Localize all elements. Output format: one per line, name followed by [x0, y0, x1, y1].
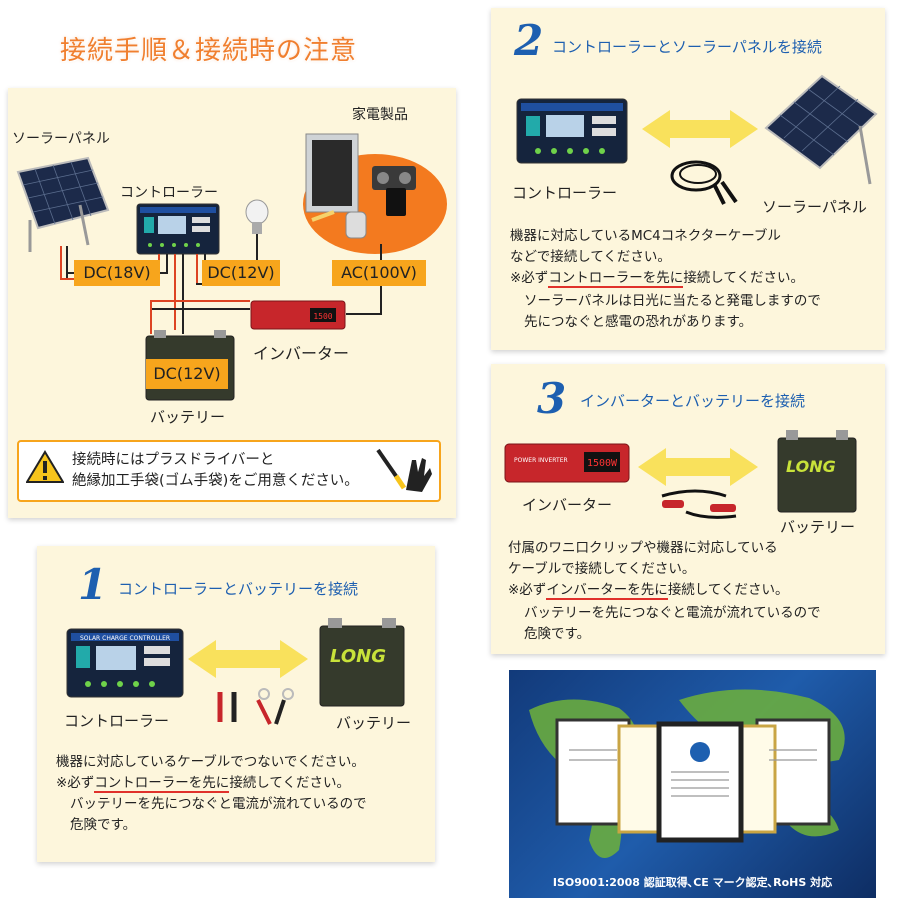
wire-red [174, 254, 176, 330]
step2-line3-underline: コントローラーを先に [548, 270, 684, 288]
dc12-controller-label: DC(12V) [202, 260, 280, 286]
certificate-caption: ISO9001:2008 認証取得､CE マーク認定､RoHS 対応 [552, 876, 833, 889]
step3-line4: バッテリーを先につなぐと電流が流れているので [524, 605, 821, 621]
alligator-clips-image [661, 489, 737, 519]
inverter-label: インバーター [253, 344, 350, 363]
controller-image [516, 98, 628, 164]
step1-line3: バッテリーを先につなぐと電流が流れているので [70, 796, 367, 812]
appliances-image [303, 133, 447, 254]
svg-text:LONG: LONG [786, 457, 836, 476]
screwdriver-gloves-icon [376, 448, 432, 492]
solar-panel-image [764, 74, 878, 185]
light-bulb-image [245, 199, 269, 234]
controller-image [136, 203, 220, 255]
step2-line5: 先につなぐと感電の恐れがあります。 [524, 314, 753, 330]
wire-black [256, 234, 258, 284]
step3-line3: ※必ずインバーターを先に接続してください。 [508, 580, 789, 601]
appliances-label: 家電製品 [352, 107, 408, 123]
double-arrow-icon [642, 110, 758, 148]
wire-red [196, 254, 198, 284]
step1-line2-underline: コントローラーを先に [94, 775, 230, 793]
battery-label: バッテリー [150, 408, 226, 426]
step2-panel [491, 8, 885, 350]
battery-image: LONG [319, 618, 405, 707]
step1-title: コントローラーとバッテリーを接続 [118, 580, 359, 598]
inverter-brand: POWER INVERTER [514, 457, 568, 464]
mc4-cable-image [670, 160, 738, 205]
step2-line4: ソーラーパネルは日光に当たると発電しますので [524, 293, 821, 309]
inverter-image: 1500 [250, 300, 346, 330]
step3-line1: 付属のワニ口クリップや機器に対応している [508, 540, 778, 556]
step1-line2-post: 接続してください。 [229, 775, 351, 791]
solar-panel-image [16, 156, 110, 252]
step3-line3-post: 接続してください。 [667, 582, 789, 598]
step3-title: インバーターとバッテリーを接続 [580, 392, 806, 410]
dc18-label: DC(18V) [74, 260, 160, 286]
step1-line4: 危険です。 [70, 817, 137, 833]
controller-brand: SOLAR CHARGE CONTROLLER [80, 635, 170, 642]
wire-red [150, 300, 250, 302]
wire-black [182, 254, 184, 334]
step1-number: 1 [78, 560, 108, 609]
step3-left-label: インバーター [522, 496, 613, 514]
warning-icon [26, 450, 64, 483]
step1-right-label: バッテリー [336, 714, 412, 732]
step3-number: 3 [537, 374, 567, 423]
battery-brand: LONG [330, 646, 386, 667]
ac100-label: AC(100V) [332, 260, 426, 286]
step2-line2: などで接続してください。 [510, 249, 671, 265]
certificates-image [555, 718, 831, 843]
wire-black [166, 254, 168, 274]
step3-line5: 危険です。 [524, 626, 591, 642]
double-arrow-icon [638, 448, 758, 486]
step2-right-label: ソーラーパネル [762, 198, 867, 216]
certificate-banner: ISO9001:2008 認証取得､CE マーク認定､RoHS 対応 [509, 670, 876, 898]
step3-line2: ケーブルで接続してください。 [508, 561, 696, 577]
step3-right-label: バッテリー [780, 518, 856, 536]
step3-line3-underline: インバーターを先に [546, 582, 668, 600]
step2-line3-post: 接続してください。 [683, 270, 805, 286]
step1-line2: ※必ずコントローラーを先に接続してください。 [56, 773, 350, 794]
step1-left-label: コントローラー [64, 712, 170, 730]
svg-text:1500: 1500 [313, 312, 332, 321]
step1-line2-pre: ※必ず [56, 775, 95, 791]
wire-red [150, 300, 152, 334]
warning-line2: 絶縁加工手袋(ゴム手袋)をご用意ください。 [72, 473, 359, 489]
double-arrow-icon [188, 640, 308, 678]
warning-box [17, 440, 441, 502]
step2-title: コントローラーとソーラーパネルを接続 [552, 38, 822, 56]
step1-line1: 機器に対応しているケーブルでつないでください。 [56, 754, 365, 770]
cable-terminals-image [217, 688, 294, 725]
battery-image: LONG [777, 430, 857, 513]
wire-red [60, 246, 62, 280]
world-map-image [529, 689, 845, 858]
inverter-image: POWER INVERTER 1500W [504, 443, 630, 483]
wire-black [150, 308, 250, 310]
step3-line3-pre: ※必ず [508, 582, 547, 598]
solar-panel-label: ソーラーパネル [12, 131, 110, 147]
wire-black [66, 246, 68, 280]
step2-line3: ※必ずコントローラーを先に接続してください。 [510, 268, 804, 289]
dc12-battery-label: DC(12V) [146, 359, 228, 389]
controller-image: SOLAR CHARGE CONTROLLER [66, 628, 184, 698]
page-title: 接続手順＆接続時の注意 [60, 36, 358, 66]
step2-number: 2 [514, 16, 544, 65]
warning-line1: 接続時にはプラスドライバーと [72, 452, 275, 468]
step2-line3-pre: ※必ず [510, 270, 549, 286]
step2-line1: 機器に対応しているMC4コネクターケーブル [510, 228, 781, 244]
wire-black [346, 313, 382, 315]
inverter-model: 1500W [587, 458, 618, 469]
controller-label: コントローラー [120, 185, 218, 201]
step2-left-label: コントローラー [512, 184, 618, 202]
